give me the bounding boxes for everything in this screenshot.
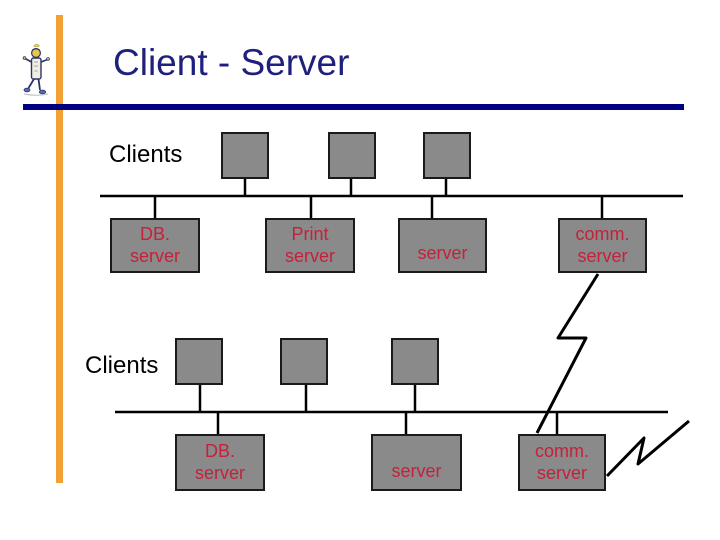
- walking-figure-icon: [22, 43, 50, 96]
- client-box: [221, 132, 269, 179]
- clients-label-2: Clients: [85, 352, 159, 379]
- server-label-line: server: [129, 245, 180, 266]
- server-box-comm-1: comm. server: [558, 218, 647, 273]
- client-box: [328, 132, 376, 179]
- server-label-line: DB.: [139, 223, 170, 244]
- accent-bar: [56, 15, 63, 483]
- server-box-comm-2: comm. server: [518, 434, 606, 491]
- server-label-line: server: [391, 461, 442, 482]
- wan-zigzag-link-1: [535, 273, 600, 434]
- clients-label-1: Clients: [109, 141, 183, 168]
- server-label-line: server: [536, 462, 587, 483]
- server-label-line: server: [417, 243, 468, 264]
- server-box-db-2: DB. server: [175, 434, 265, 491]
- server-label-line: server: [577, 245, 628, 266]
- server-label-line: comm.: [535, 440, 589, 461]
- client-box: [175, 338, 223, 385]
- server-label-line: DB.: [204, 440, 235, 461]
- server-box-print-1: Print server: [265, 218, 355, 273]
- wan-zigzag-link-2: [605, 419, 690, 478]
- server-label-line: server: [194, 462, 245, 483]
- title-underline: [23, 104, 684, 110]
- server-box-generic-2: server: [371, 434, 462, 491]
- server-label-line: server: [284, 245, 335, 266]
- client-box: [280, 338, 328, 385]
- server-box-generic-1: server: [398, 218, 487, 273]
- client-box: [423, 132, 471, 179]
- client-box: [391, 338, 439, 385]
- server-box-db-1: DB. server: [110, 218, 200, 273]
- slide-title: Client - Server: [113, 42, 350, 83]
- server-label-line: comm.: [575, 223, 630, 244]
- server-label-line: Print: [291, 223, 329, 244]
